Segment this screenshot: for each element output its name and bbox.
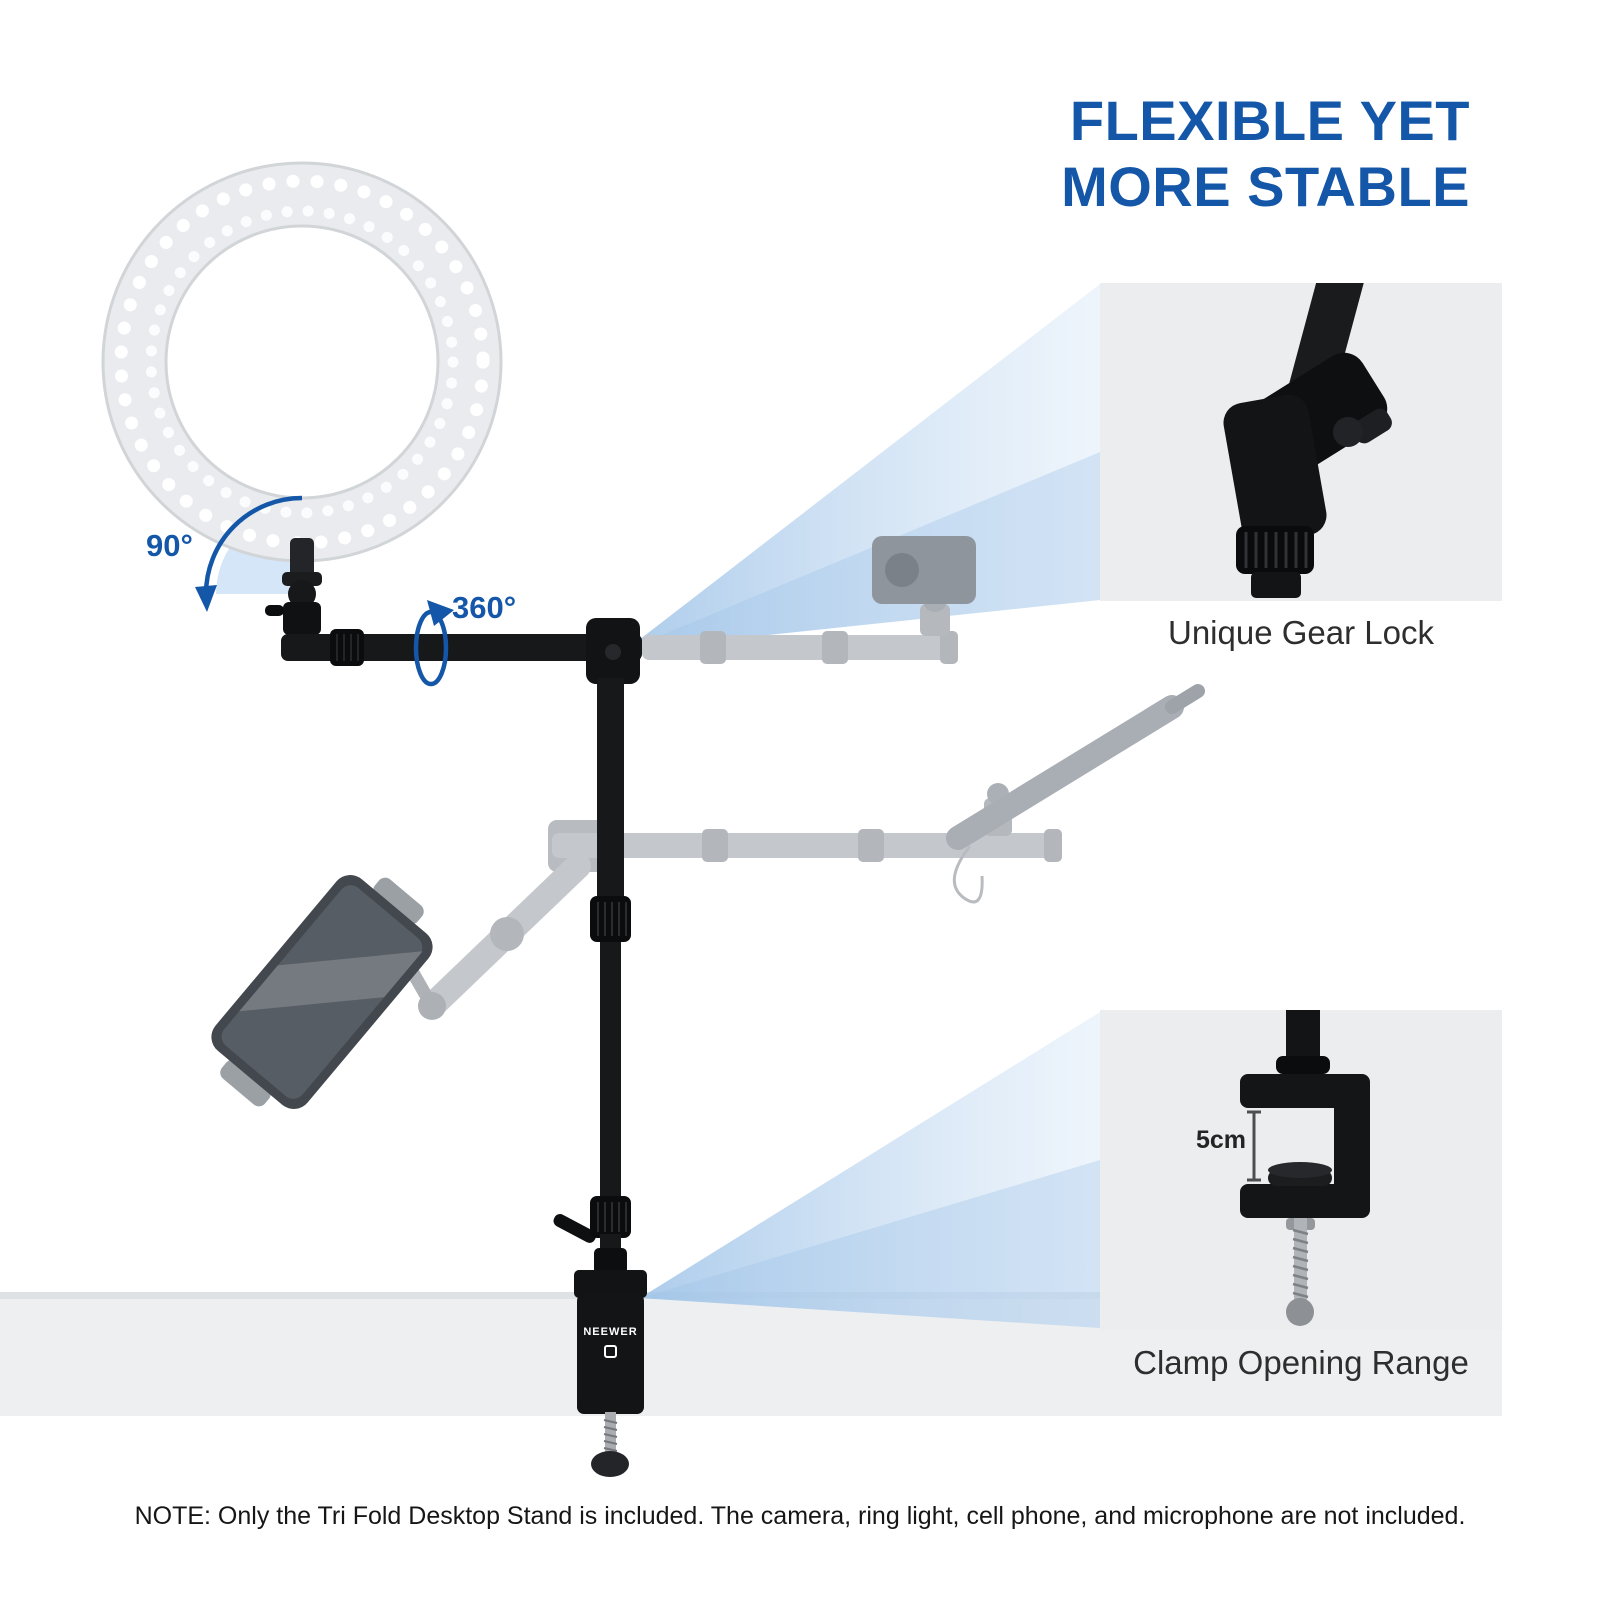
ghost-arm-extension [642,631,958,664]
rotation-arrow-360 [413,600,454,687]
brand-name: NEEWER [583,1326,638,1338]
callout-beam-top [626,284,1100,650]
brand-logo-icon [604,1345,617,1358]
tilt-angle-label: 90° [146,528,193,563]
support-arm [281,629,642,666]
inset-gear-lock [1100,283,1502,601]
gear-lock-caption: Unique Gear Lock [1168,614,1434,651]
headline-line2: MORE STABLE [1061,155,1470,219]
inset-clamp-screw [1286,1218,1315,1326]
ring-light-ball-head [265,538,322,635]
clamp-screw [591,1412,629,1477]
clamp-caption: Clamp Opening Range [1133,1344,1469,1381]
callout-beam-bottom [640,1012,1100,1328]
headline: FLEXIBLE YET MORE STABLE [1061,88,1470,220]
ghost-microphone [946,684,1205,904]
gear-lock-joint [586,618,640,684]
twist-lock-lower [553,1196,631,1243]
headline-line1: FLEXIBLE YET [1069,89,1470,152]
note-text: NOTE: Only the Tri Fold Desktop Stand is… [134,1502,1466,1530]
center-pole [553,678,631,1274]
tilt-arrow-90 [195,495,303,612]
desk-clamp [574,1248,647,1477]
ghost-camera [872,536,976,636]
ghost-lower-arm [393,820,1062,1020]
clamp-opening-measure [1247,1110,1261,1182]
clamp-brand: NEEWER [577,1326,644,1358]
rotation-angle-label: 360° [452,590,517,625]
ring-light [101,161,503,563]
ghost-phone [211,874,433,1110]
clamp-opening-label: 5cm [1195,1126,1246,1154]
twist-lock-upper [590,896,631,942]
inset-clamp [1100,1010,1502,1330]
